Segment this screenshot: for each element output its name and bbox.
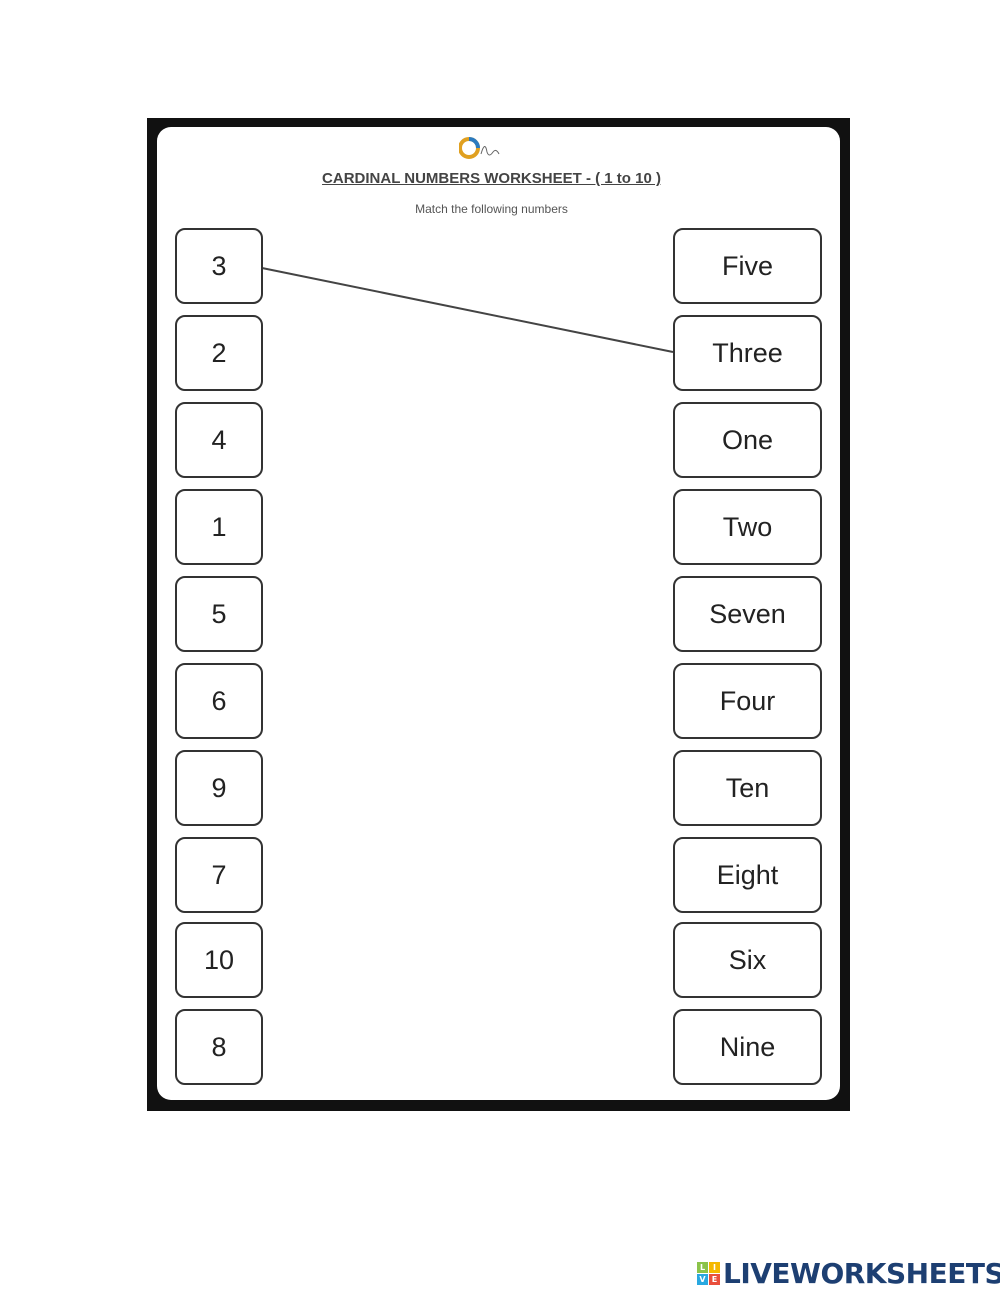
number-box[interactable]: 8 [175,1009,263,1085]
number-box[interactable]: 6 [175,663,263,739]
number-box[interactable]: 2 [175,315,263,391]
word-box[interactable]: Three [673,315,822,391]
number-box[interactable]: 4 [175,402,263,478]
number-box[interactable]: 7 [175,837,263,913]
worksheet-title: CARDINAL NUMBERS WORKSHEET - ( 1 to 10 ) [322,170,661,187]
tile-l: L [697,1262,708,1273]
tile-v: V [697,1274,708,1285]
word-box[interactable]: Four [673,663,822,739]
word-box[interactable]: Nine [673,1009,822,1085]
number-box[interactable]: 5 [175,576,263,652]
word-box[interactable]: Six [673,922,822,998]
number-box[interactable]: 9 [175,750,263,826]
number-box[interactable]: 1 [175,489,263,565]
number-box[interactable]: 3 [175,228,263,304]
word-box[interactable]: Seven [673,576,822,652]
word-box[interactable]: Two [673,489,822,565]
word-box[interactable]: Five [673,228,822,304]
number-box[interactable]: 10 [175,922,263,998]
brand-name: LIVEWORKSHEETS [723,1257,1000,1290]
worksheet-logo-icon [459,137,500,159]
worksheet-instructions: Match the following numbers [415,202,568,216]
word-box[interactable]: One [673,402,822,478]
word-box[interactable]: Ten [673,750,822,826]
tile-i: I [709,1262,720,1273]
word-box[interactable]: Eight [673,837,822,913]
tile-e: E [709,1274,720,1285]
